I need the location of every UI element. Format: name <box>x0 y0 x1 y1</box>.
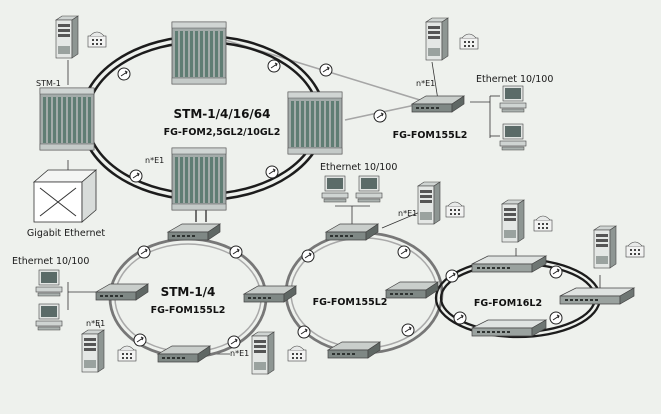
server-right-1 <box>501 199 525 243</box>
link-marker <box>227 335 241 349</box>
ne1-core-label: n*E1 <box>145 156 164 165</box>
ethernet-left-label: Ethernet 10/100 <box>12 256 89 267</box>
fom155-ring-top-device <box>325 223 379 241</box>
link-marker <box>265 165 279 179</box>
link-marker <box>549 311 563 325</box>
fom16-label: FG-FOM16L2 <box>474 298 542 309</box>
stm1-label: STM-1 <box>36 79 61 88</box>
pc-mid-1 <box>321 175 349 203</box>
link-marker <box>445 269 459 283</box>
link-marker <box>301 249 315 263</box>
link-marker <box>373 109 387 123</box>
stm14-left-device <box>95 283 149 301</box>
pc-mid-2 <box>355 175 383 203</box>
pc-left-1 <box>35 269 63 297</box>
link-marker <box>319 63 333 77</box>
phone-left <box>117 345 137 362</box>
core-ring-label: STM-1/4/16/64 <box>174 107 271 121</box>
stm14-label: STM-1/4 <box>161 285 216 299</box>
fom155-top-device <box>411 95 465 113</box>
pc-left-2 <box>35 303 63 331</box>
fom16-top-device <box>471 255 547 273</box>
link-marker <box>129 169 143 183</box>
pc-right-2 <box>499 123 527 151</box>
phone-bottom <box>287 345 307 362</box>
fom155-mid-label: FG-FOM155L2 <box>313 297 388 308</box>
ne1-bottom-label: n*E1 <box>230 349 249 358</box>
stm14-right-device <box>243 285 297 303</box>
link-marker <box>549 265 563 279</box>
ne1-left-label: n*E1 <box>86 319 105 328</box>
link-marker <box>137 245 151 259</box>
fom16-right-device <box>559 287 635 305</box>
link-marker <box>401 323 415 337</box>
server-top-left <box>55 15 79 59</box>
server-top-right <box>425 17 449 61</box>
server-bottom <box>251 331 275 375</box>
fom155-left-label: FG-FOM155L2 <box>151 305 226 316</box>
phone-right-2 <box>625 241 645 258</box>
stm14-bottom-device <box>157 345 211 363</box>
core-rack-left <box>39 87 95 151</box>
link-marker <box>397 245 411 259</box>
phone-mid <box>445 201 465 218</box>
server-left <box>81 329 105 373</box>
ne1-top-right-label: n*E1 <box>416 79 435 88</box>
stm14-top-device <box>167 223 221 241</box>
fom155-ring-right-device <box>385 281 439 299</box>
gigabit-label: Gigabit Ethernet <box>27 228 105 239</box>
link-marker <box>297 325 311 339</box>
core-rack-right <box>287 91 343 155</box>
phone-top-left <box>87 31 107 48</box>
phone-right-1 <box>533 215 553 232</box>
pc-right-1 <box>499 85 527 113</box>
core-rack-top <box>171 21 227 85</box>
gigabit-switch <box>32 169 98 223</box>
server-mid <box>417 181 441 225</box>
fom155-top-label: FG-FOM155L2 <box>393 130 468 141</box>
ne1-mid-label: n*E1 <box>398 209 417 218</box>
link-marker <box>133 333 147 347</box>
phone-top-right <box>459 33 479 50</box>
core-ring-sublabel: FG-FOM2,5GL2/10GL2 <box>164 127 281 138</box>
link-marker <box>453 311 467 325</box>
server-right-2 <box>593 225 617 269</box>
link-marker <box>267 59 281 73</box>
link-marker <box>229 245 243 259</box>
ethernet-mid-label: Ethernet 10/100 <box>320 162 397 173</box>
ethernet-top-right-label: Ethernet 10/100 <box>476 74 553 85</box>
fom16-bottom-device <box>471 319 547 337</box>
core-rack-bottom <box>171 147 227 211</box>
link-marker <box>117 67 131 81</box>
